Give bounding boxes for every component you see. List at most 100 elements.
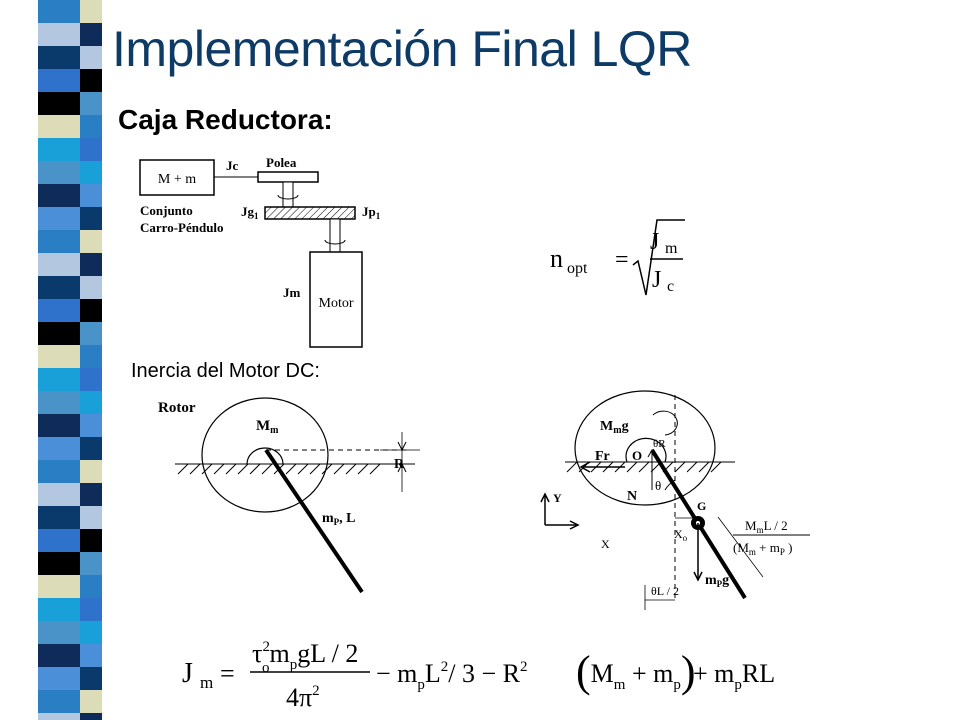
stripe-block — [38, 437, 80, 460]
lower-shaft — [329, 218, 341, 253]
stripe-block — [38, 92, 80, 115]
nopt-den-sub: c — [667, 278, 674, 295]
stripe-block — [38, 184, 80, 207]
stripe-block — [80, 253, 102, 276]
stripe-block — [38, 299, 80, 322]
stripe-block — [80, 161, 102, 184]
stripe-block — [80, 575, 102, 598]
stripe-block — [38, 575, 80, 598]
fbd-disk — [574, 390, 716, 506]
mmg-label: Mmg — [600, 419, 629, 436]
fbd-hub — [625, 437, 667, 463]
rotor-diagram: Rotor R Mm mP, L — [158, 397, 420, 594]
stripe-block — [80, 115, 102, 138]
stripe-block — [80, 506, 102, 529]
pulley — [257, 171, 319, 183]
jm-lhs-sub: m — [200, 673, 213, 692]
pendulum-rod — [264, 448, 364, 594]
pulley-label: Polea — [266, 155, 297, 170]
stripe-block — [38, 368, 80, 391]
motor-box — [309, 251, 363, 348]
radius-label: R — [394, 457, 405, 472]
stripe-block — [80, 345, 102, 368]
jm-lhs: J — [182, 658, 193, 689]
stripe-block — [80, 0, 102, 23]
rotation-arrow-top — [277, 194, 299, 200]
jm-term-2: − mpL2/ 3 − R2 — [376, 659, 528, 693]
stripe-block — [80, 598, 102, 621]
sqrt-sign — [632, 219, 685, 296]
stripe-block — [80, 460, 102, 483]
stripe-block — [80, 322, 102, 345]
jm-term-4: + mpRL — [693, 659, 775, 693]
stripe-block — [38, 529, 80, 552]
mp-label: mP, L — [322, 511, 356, 527]
rotation-arrow-bottom — [324, 239, 346, 245]
stripe-block — [38, 322, 80, 345]
com-frac-num: MmL / 2 — [745, 518, 788, 535]
nopt-den: J — [652, 267, 661, 293]
jc-label: Jc — [226, 158, 239, 173]
stripe-block — [80, 644, 102, 667]
nopt-equals: = — [615, 247, 629, 273]
stripe-block — [80, 437, 102, 460]
decorative-stripe — [38, 0, 102, 720]
theta-l-label: θL / 2 — [651, 584, 679, 598]
rotor-hub — [246, 447, 284, 465]
stripe-block — [80, 46, 102, 69]
stripe-block — [80, 391, 102, 414]
mass-box-label: M + m — [158, 172, 196, 187]
stripe-block — [38, 46, 80, 69]
stripe-block — [38, 598, 80, 621]
section-heading: Caja Reductora: — [118, 104, 333, 135]
nopt-lhs-sub: opt — [567, 260, 588, 277]
mpg-label: mPg — [705, 573, 729, 589]
stripe-block — [80, 690, 102, 713]
stripe-block — [38, 69, 80, 92]
theta-r-label: θR — [653, 438, 666, 450]
motor-inertia-label: Inercia del Motor DC: — [131, 360, 320, 382]
stripe-block — [38, 391, 80, 414]
stripe-block — [80, 138, 102, 161]
nopt-num: J — [650, 229, 659, 255]
rotor-disk — [201, 397, 329, 513]
friction-label: Fr — [595, 449, 610, 464]
stripe-block — [38, 138, 80, 161]
gear-plate — [264, 206, 356, 220]
slide-title: Implementación Final LQR — [112, 21, 692, 77]
stripe-block — [80, 184, 102, 207]
stripe-block — [38, 414, 80, 437]
stripe-block — [80, 552, 102, 575]
jg-label: Jg1 — [241, 204, 259, 221]
jm-label: Jm — [283, 285, 301, 300]
theta-label: θ — [655, 478, 661, 493]
stripe-block — [80, 414, 102, 437]
x-axis-label: X — [601, 537, 610, 551]
stripe-block — [38, 230, 80, 253]
stripe-block — [80, 230, 102, 253]
nopt-num-sub: m — [665, 240, 678, 257]
assembly-label-1: Conjunto — [140, 203, 193, 218]
mm-label: Mm — [256, 418, 279, 436]
stripe-block — [38, 713, 80, 720]
nopt-lhs: n — [550, 244, 563, 273]
stripe-block — [80, 667, 102, 690]
nopt-equation: n opt = J m J c — [550, 219, 685, 296]
stripe-block — [38, 23, 80, 46]
stripe-block — [38, 345, 80, 368]
free-body-diagram: Fr O N θR Mmg θ Y X G mPg Xo MmL / 2 (Mm… — [540, 390, 810, 610]
stripe-block — [38, 621, 80, 644]
motor-label: Motor — [319, 296, 354, 311]
upper-shaft — [282, 181, 294, 208]
stripe-block — [38, 253, 80, 276]
stripe-block — [80, 368, 102, 391]
jm-denominator: 4π2 — [286, 683, 320, 712]
mass-box — [139, 159, 215, 196]
jm-term-3: (Mm + mp) — [576, 647, 696, 696]
ground-hatch — [177, 463, 381, 475]
stripe-block — [80, 207, 102, 230]
stripe-block — [80, 713, 102, 720]
g-label: G — [697, 499, 706, 513]
